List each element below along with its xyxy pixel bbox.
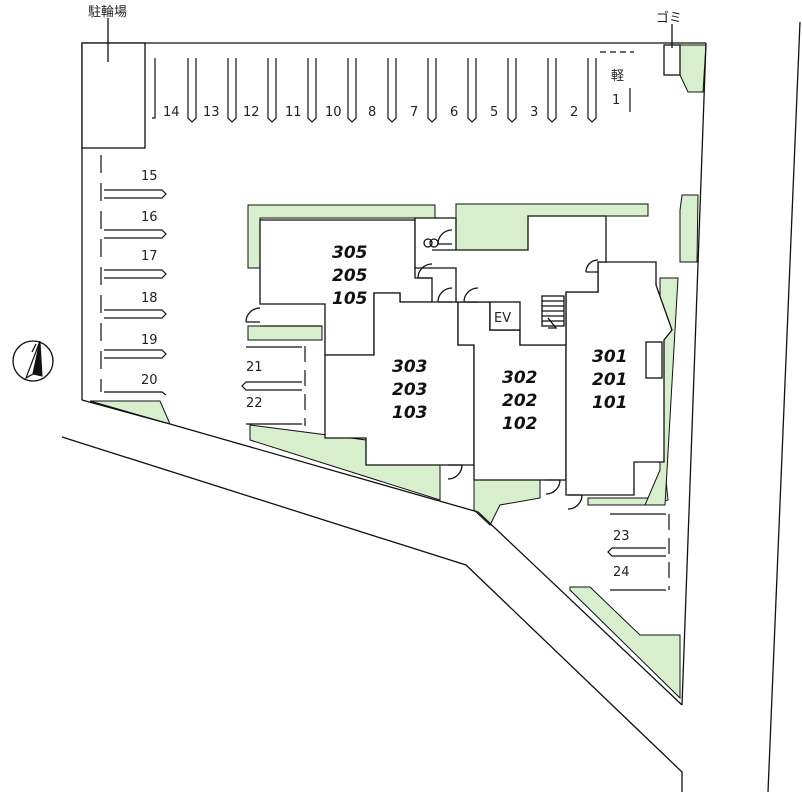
door-icon: [585, 259, 599, 273]
balcony-301: [645, 341, 663, 379]
garbage-area: ゴミ: [656, 10, 682, 76]
door-icon: [437, 287, 453, 303]
bicycle-parking-label: 駐輪場: [88, 4, 127, 20]
space-21: 21: [246, 360, 263, 375]
bicycle-parking-shed: [81, 42, 146, 149]
unit-205: 205: [332, 266, 368, 286]
unit-103: 103: [392, 403, 428, 423]
space-11: 11: [285, 105, 302, 120]
kei-label: 軽: [611, 69, 624, 84]
space-18: 18: [141, 291, 158, 306]
planting-top-right-corner: [679, 44, 707, 93]
unit-labels: 305 205 105 303 203 103 302 202 102 301 …: [332, 243, 628, 434]
space-19: 19: [141, 333, 158, 348]
space-24: 24: [613, 565, 630, 580]
space-7: 7: [410, 105, 418, 120]
space-23: 23: [613, 529, 630, 544]
unit-201: 201: [592, 370, 628, 390]
unit-305: 305: [332, 243, 368, 263]
door-icon: [245, 307, 261, 323]
space-12: 12: [243, 105, 260, 120]
meter-icon: [423, 238, 433, 248]
garbage-label: ゴミ: [656, 10, 682, 26]
space-6: 6: [450, 105, 458, 120]
north-arrow-icon: [12, 340, 54, 382]
unit-102: 102: [502, 414, 538, 434]
middle-parking: 21 22: [241, 346, 306, 426]
space-20: 20: [141, 373, 158, 388]
door-swings: [245, 229, 599, 510]
planting-left-small: [247, 325, 323, 341]
space-16: 16: [141, 210, 158, 225]
space-2: 2: [570, 105, 578, 120]
elevator: [489, 301, 521, 331]
building-blocks: EV: [259, 215, 673, 496]
door-icon: [447, 464, 463, 480]
door-icon: [567, 494, 583, 510]
unit-302: 302: [502, 368, 538, 388]
space-8: 8: [368, 105, 376, 120]
door-icon: [545, 479, 561, 495]
unit-303: 303: [392, 357, 428, 377]
bicycle-parking: 駐輪場: [81, 4, 146, 149]
left-parking-column: 15 16 17 18 19 20: [100, 155, 167, 396]
space-14: 14: [163, 105, 180, 120]
ev-label: EV: [494, 311, 511, 326]
top-parking-row: 14 13 12 11 10 8 7 6 5 3 2 1 軽: [152, 51, 634, 123]
door-icon: [417, 263, 433, 279]
space-15: 15: [141, 169, 158, 184]
stairs-icon: [541, 295, 565, 329]
planting-right-edge: [679, 194, 699, 263]
unit-203: 203: [392, 380, 428, 400]
space-5: 5: [490, 105, 498, 120]
space-3: 3: [530, 105, 538, 120]
planting-top-left: [247, 204, 436, 269]
right-parking: 23 24: [607, 513, 670, 591]
unit-301: 301: [592, 347, 628, 367]
garbage-box: [663, 44, 681, 76]
space-17: 17: [141, 249, 158, 264]
unit-101: 101: [592, 393, 628, 413]
space-10: 10: [325, 105, 342, 120]
space-13: 13: [203, 105, 220, 120]
planting-bottom-right: [569, 586, 681, 700]
space-22: 22: [246, 396, 263, 411]
unit-105: 105: [332, 289, 368, 309]
site-boundary: [61, 21, 801, 792]
space-1: 1: [612, 93, 620, 108]
unit-202: 202: [502, 391, 538, 411]
door-icon: [463, 287, 479, 303]
